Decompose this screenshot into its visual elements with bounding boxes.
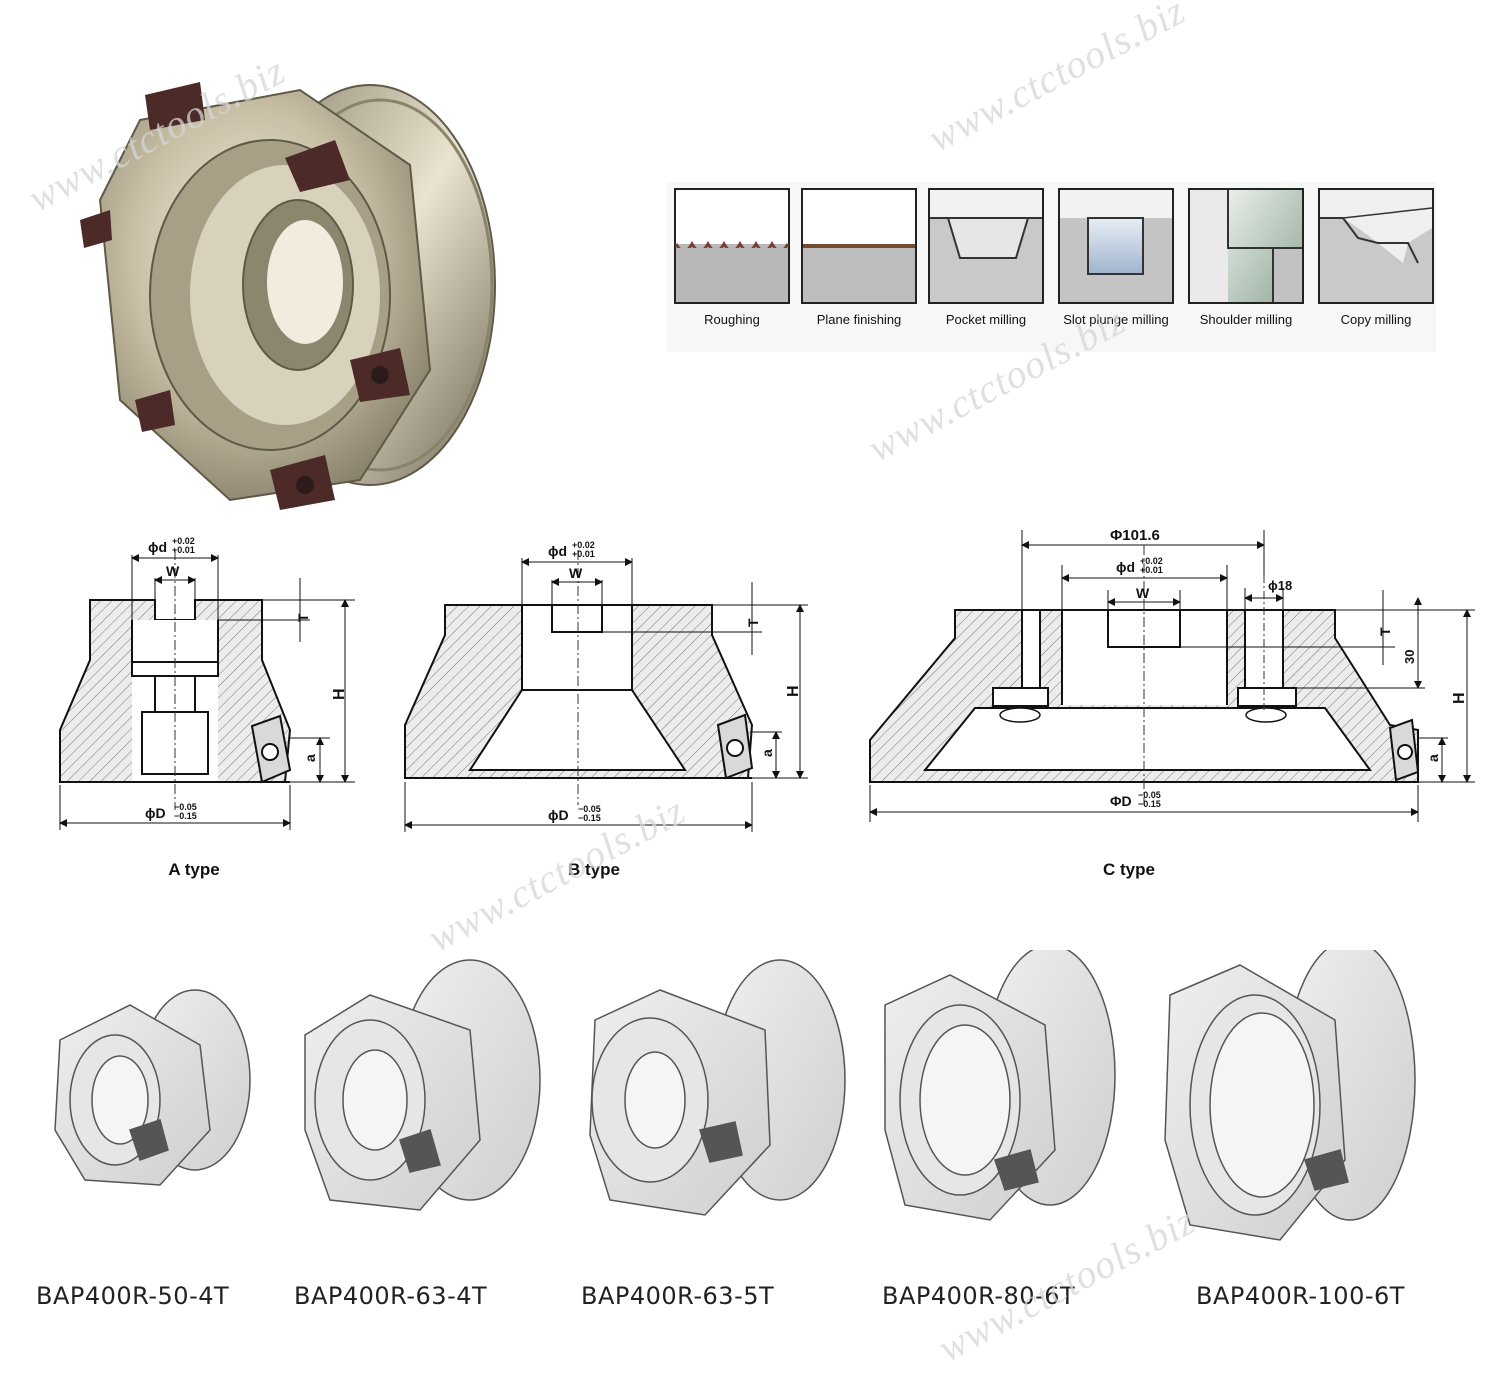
a-bore-label: ϕd: [148, 539, 167, 555]
a-bore-tol-lower: +0.01: [172, 545, 195, 555]
b-dia-tol-upper: −0.05: [578, 804, 601, 814]
operation-label: Roughing: [704, 312, 760, 327]
b-width-label: W: [569, 565, 583, 581]
c-height-label: H: [1451, 692, 1468, 704]
b-bore-label: ϕd: [548, 543, 567, 559]
model-illustration-4: [884, 950, 1116, 1221]
drawing-c-type: Φ101.6 ϕd +0.02 +0.01 W ϕ18 T 30 H a ΦD …: [869, 527, 1475, 822]
technical-drawings: ϕd +0.02 +0.01 W T H a ϕD −0.05 −0.15: [59, 527, 1475, 832]
b-bore-tol-lower: +0.01: [572, 549, 595, 559]
model-illustration-2: [304, 959, 541, 1211]
b-diameter-label: ϕD: [548, 807, 569, 823]
model-label-4: BAP400R-80-6T: [882, 1282, 1076, 1310]
c-pitch-label: Φ101.6: [1110, 527, 1160, 544]
b-dia-tol-lower: −0.15: [578, 813, 601, 823]
c-depth-label: 30: [1402, 650, 1417, 664]
c-slot-depth-label: T: [1377, 627, 1393, 636]
operation-shoulder-milling: Shoulder milling: [1188, 188, 1304, 327]
a-dia-tol-lower: −0.15: [174, 811, 197, 821]
operation-label: Copy milling: [1340, 312, 1412, 327]
b-height-label: H: [785, 685, 802, 697]
model-label-3: BAP400R-63-5T: [581, 1282, 775, 1310]
c-dia-tol-upper: −0.05: [1138, 790, 1161, 800]
operation-label: Pocket milling: [945, 312, 1027, 327]
c-width-label: W: [1136, 585, 1150, 601]
a-dia-tol-upper: −0.05: [174, 802, 197, 812]
operation-copy-milling: Copy milling: [1318, 188, 1434, 327]
a-slot-depth-label: T: [295, 613, 311, 622]
model-illustrations: [54, 950, 1416, 1241]
c-bore-tol-lower: +0.01: [1140, 565, 1163, 575]
drawing-b-type: ϕd +0.02 +0.01 W T H a ϕD −0.05 −0.15: [404, 540, 808, 832]
a-bore-tol-upper: +0.02: [172, 536, 195, 546]
operation-roughing: Roughing: [674, 188, 790, 327]
b-type-label: B type: [568, 860, 620, 879]
c-bore-tol-upper: +0.02: [1140, 556, 1163, 566]
c-insert-label: a: [1425, 754, 1441, 762]
b-slot-depth-label: T: [745, 618, 761, 627]
model-illustration-3: [589, 959, 846, 1216]
model-label-5: BAP400R-100-6T: [1196, 1282, 1405, 1310]
operation-slot-plunge-milling: Slot plunge milling: [1058, 188, 1174, 327]
operation-label: Slot plunge milling: [1063, 312, 1169, 327]
watermark: www.ctctools.biz: [920, 0, 1193, 161]
product-photo: [80, 70, 510, 520]
b-bore-tol-upper: +0.02: [572, 540, 595, 550]
c-dia-tol-lower: −0.15: [1138, 799, 1161, 809]
milling-operations: Roughing Plane finishing Pocket milling …: [666, 182, 1436, 352]
c-hole-label: ϕ18: [1268, 578, 1292, 593]
c-diameter-label: ΦD: [1110, 793, 1132, 809]
b-insert-label: a: [759, 749, 775, 757]
model-label-2: BAP400R-63-4T: [294, 1282, 488, 1310]
operation-label: Shoulder milling: [1199, 312, 1293, 327]
operation-plane-finishing: Plane finishing: [801, 188, 917, 327]
operation-label: Plane finishing: [816, 312, 902, 327]
a-type-label: A type: [168, 860, 220, 879]
operation-pocket-milling: Pocket milling: [928, 188, 1044, 327]
c-bore-label: ϕd: [1116, 559, 1135, 575]
drawing-a-type: ϕd +0.02 +0.01 W T H a ϕD −0.05 −0.15: [59, 536, 355, 830]
model-illustration-1: [54, 989, 251, 1186]
a-diameter-label: ϕD: [145, 805, 166, 821]
c-type-label: C type: [1103, 860, 1155, 879]
a-width-label: W: [166, 563, 180, 579]
model-label-1: BAP400R-50-4T: [36, 1282, 230, 1310]
a-height-label: H: [331, 688, 348, 700]
model-illustration-5: [1164, 950, 1416, 1241]
a-insert-label: a: [302, 754, 318, 762]
